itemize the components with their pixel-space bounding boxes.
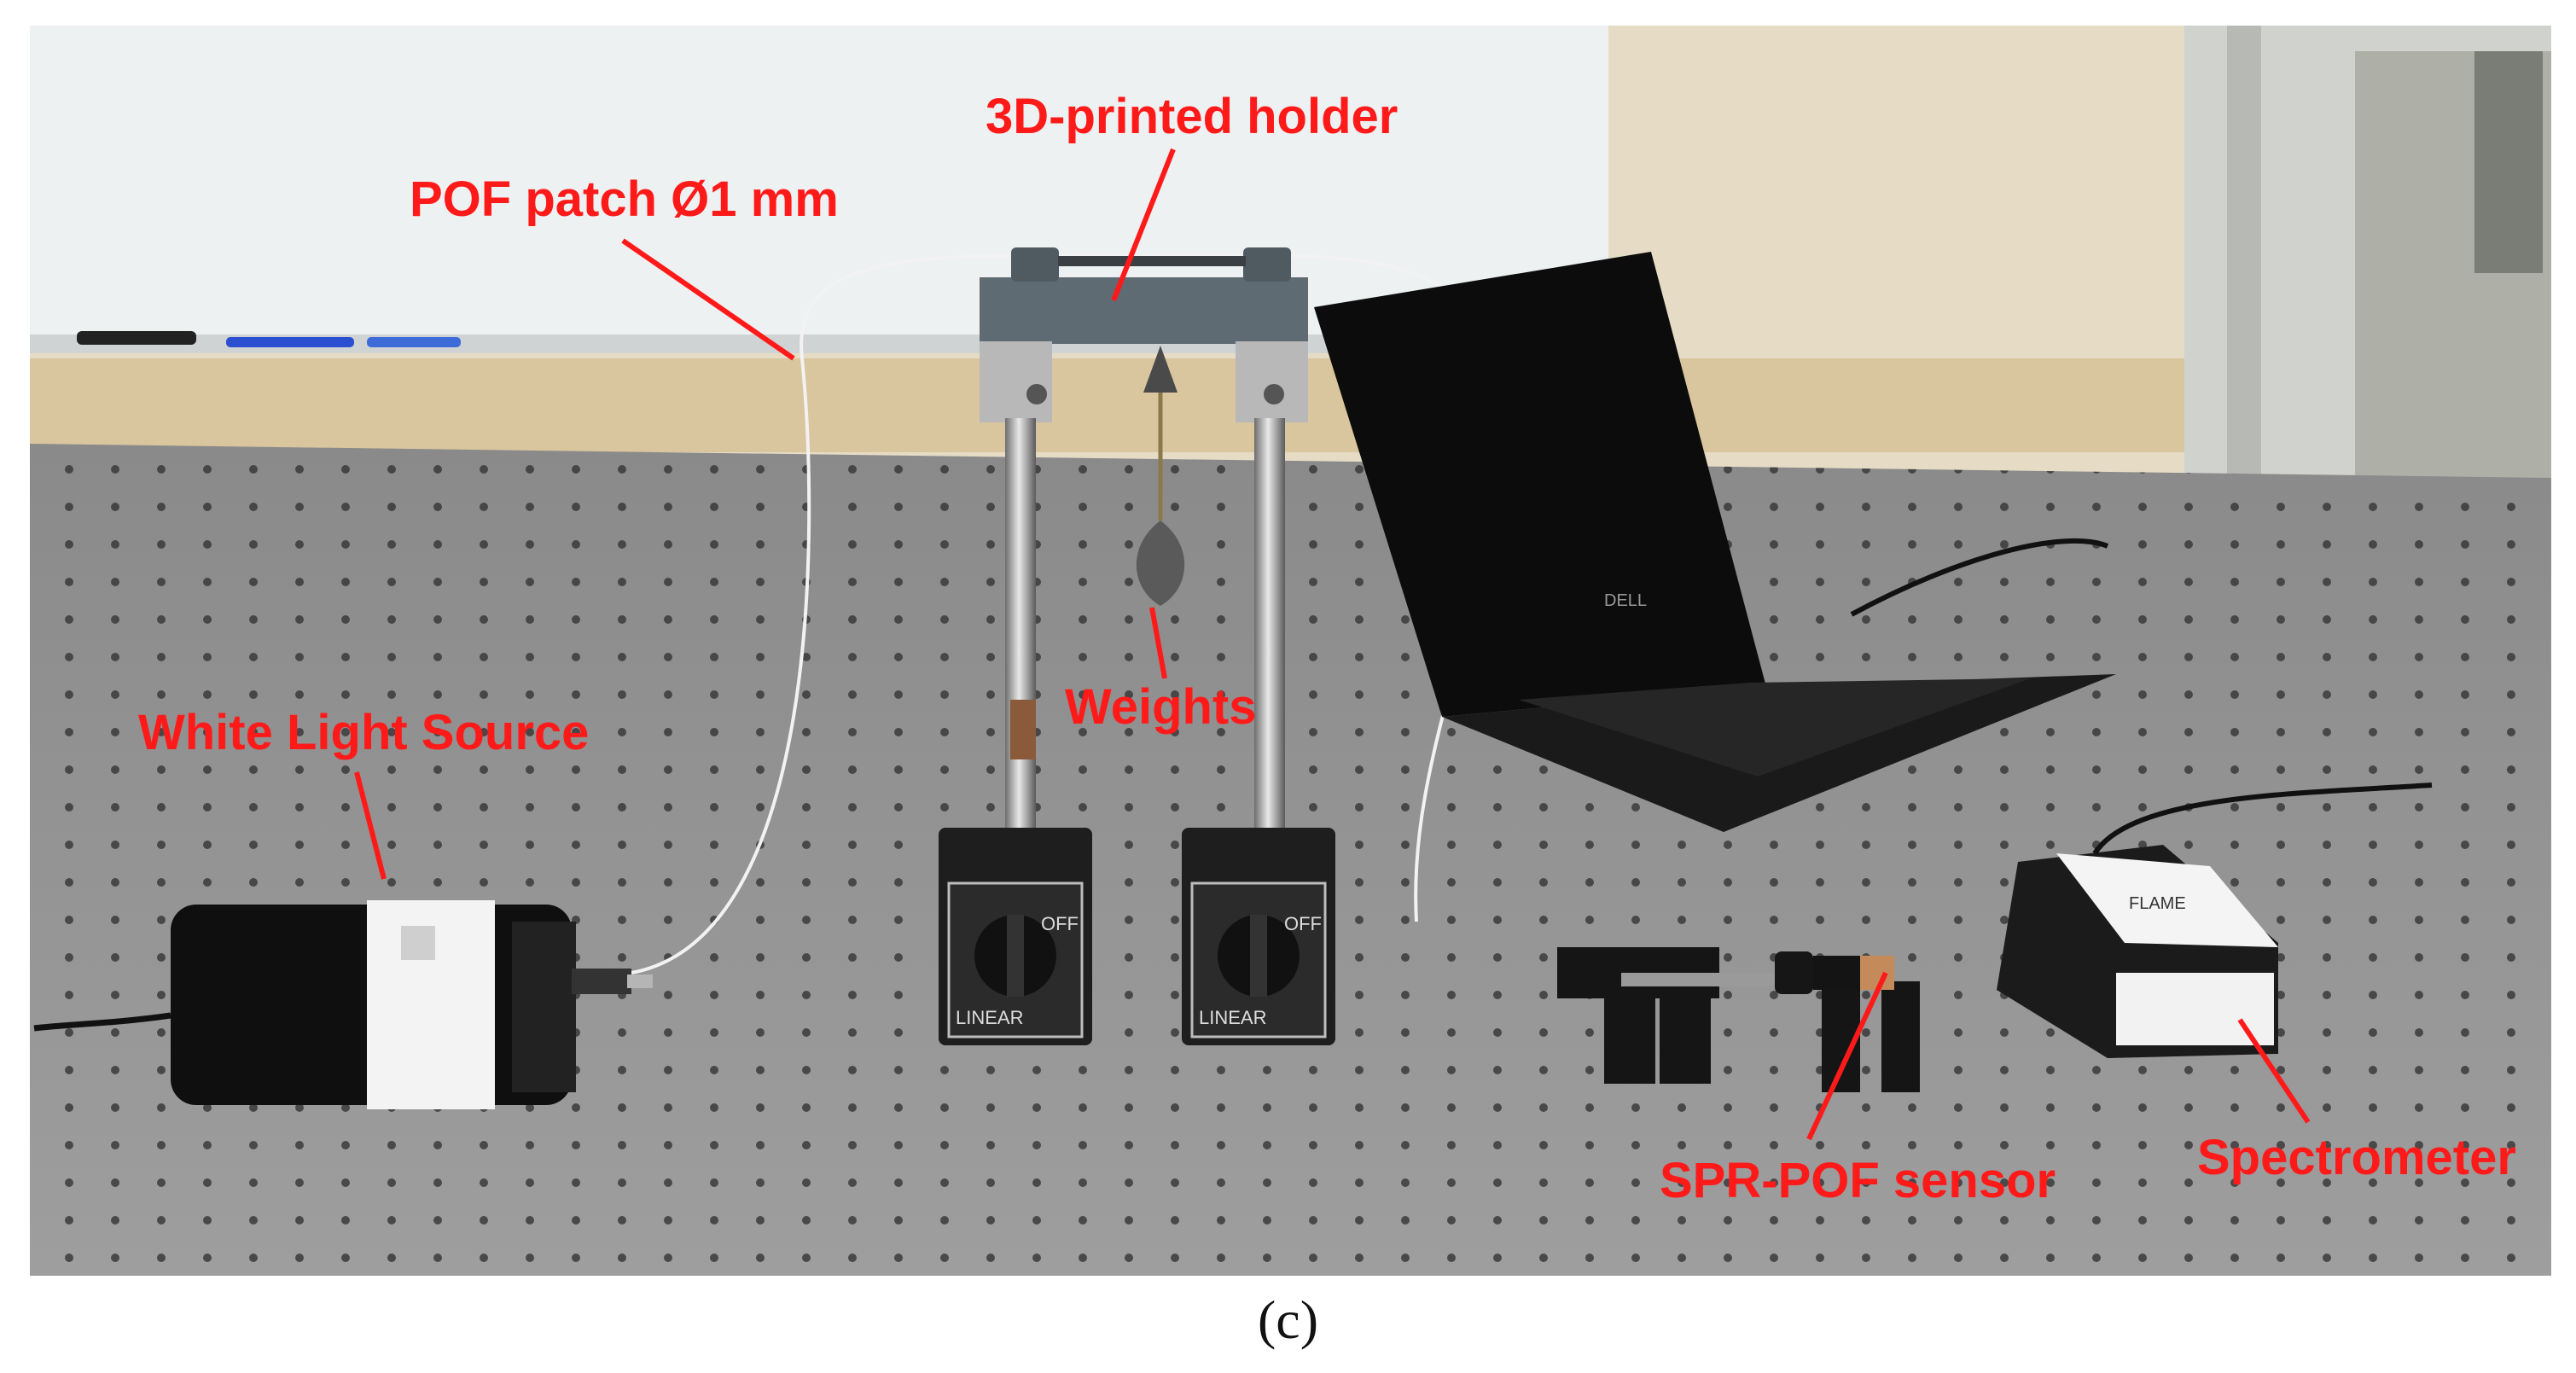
holder-label: 3D-printed holder [986, 89, 1398, 144]
pof-patch-label: POF patch Ø1 mm [410, 172, 839, 227]
spr-pof-sensor [1557, 947, 1920, 1092]
whiteboard [30, 26, 1608, 346]
sensor-label: SPR-POF sensor [1660, 1153, 2056, 1208]
spectrometer: FLAME [1997, 845, 2278, 1058]
spectrometer-leader [2237, 1018, 2311, 1124]
wall-panel [30, 358, 2265, 452]
weights [1136, 346, 1185, 606]
switch-linear-text-right: LINEAR [1199, 1007, 1266, 1028]
pof-patch-leader [621, 238, 795, 361]
left-rod [1005, 418, 1036, 853]
weights-leader [1149, 607, 1167, 679]
figure-caption: (c) [1257, 1289, 1319, 1350]
right-rod [1254, 418, 1285, 853]
white-light-source [171, 900, 653, 1109]
sensor-leader [1806, 971, 1888, 1141]
light-source-leader [354, 771, 387, 880]
weights-label: Weights [1065, 679, 1257, 735]
magnetic-base-right: OFF LINEAR [1182, 828, 1335, 1045]
holder-leader [1111, 148, 1176, 302]
spectrometer-label: Spectrometer [2197, 1130, 2516, 1185]
laptop: DELL [1314, 252, 2116, 832]
switch-linear-text-left: LINEAR [956, 1007, 1023, 1028]
switch-off-text-left: OFF [1041, 913, 1079, 934]
switch-off-text-right: OFF [1284, 913, 1322, 934]
laptop-brand-text: DELL [1604, 591, 1647, 610]
3d-printed-holder [980, 247, 1308, 422]
spectrometer-brand-text: FLAME [2129, 894, 2186, 913]
magnetic-base-left: OFF LINEAR [939, 828, 1092, 1045]
light-source-label: White Light Source [138, 705, 590, 760]
